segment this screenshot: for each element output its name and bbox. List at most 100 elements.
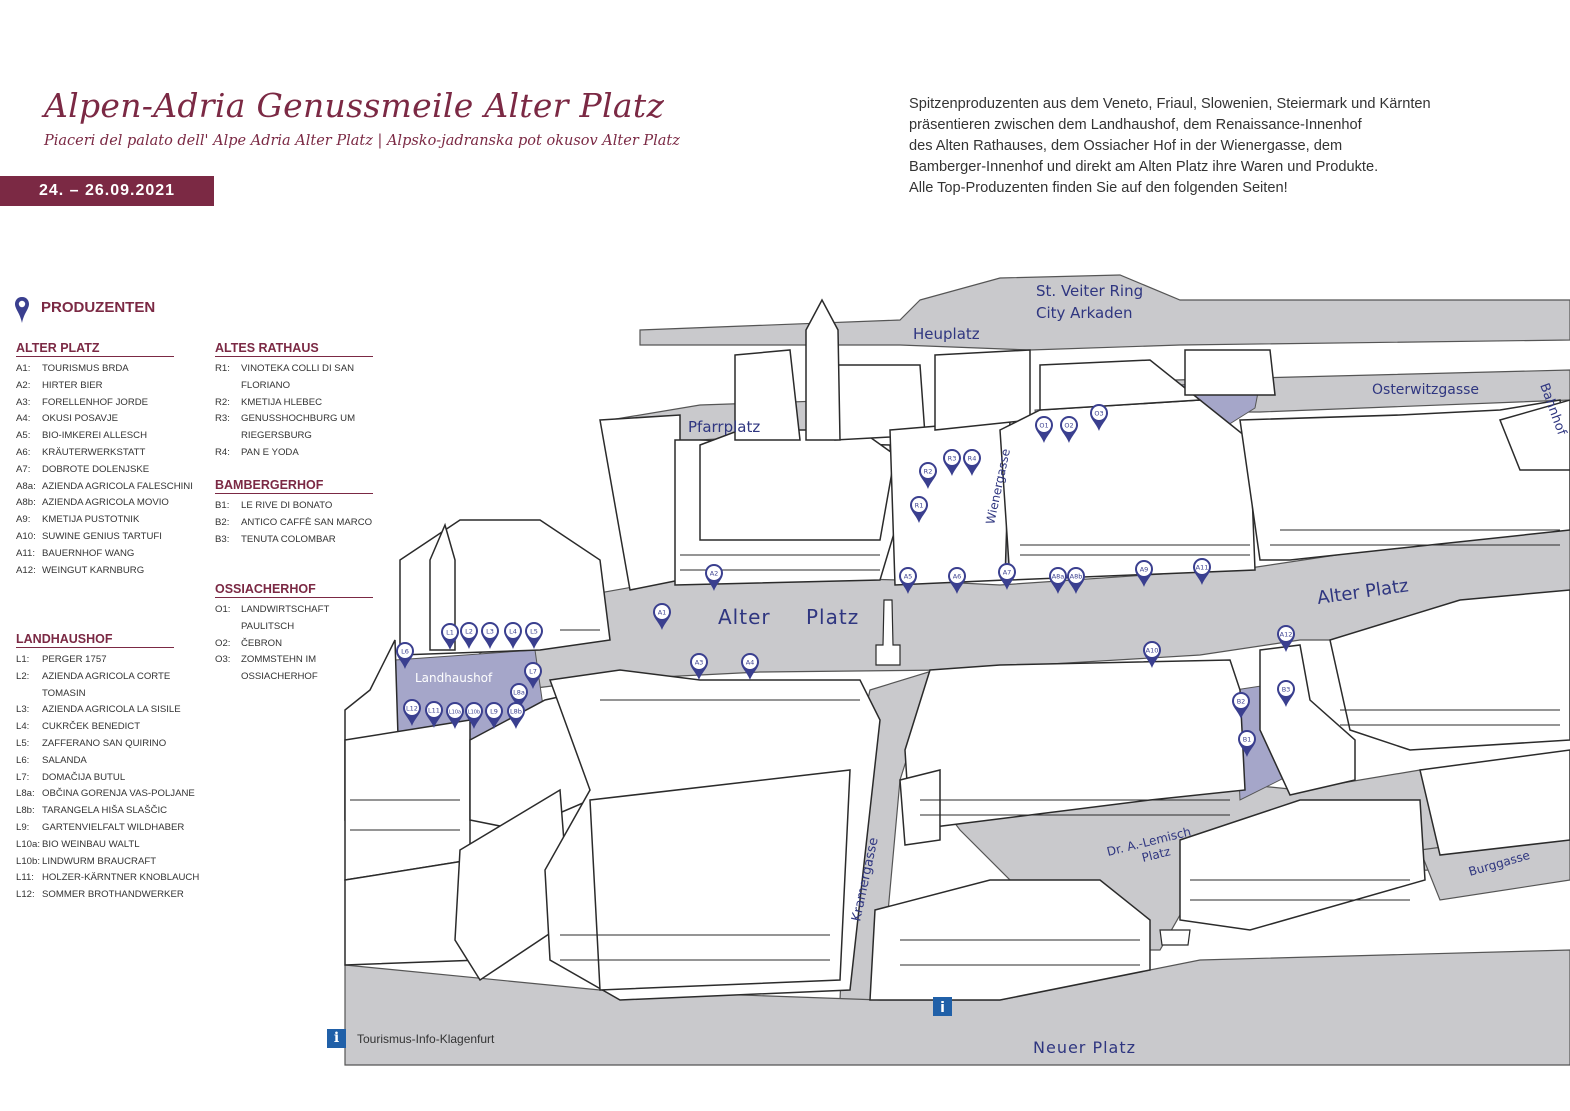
legend-item-name: Floriano <box>241 379 291 391</box>
legend-item: L9:Gartenvielfalt Wildhaber <box>16 820 199 837</box>
pin-a7[interactable]: A7 <box>998 563 1016 590</box>
legend-item-name: Domačija Butul <box>42 771 126 783</box>
pin-label: A8a <box>1052 573 1065 581</box>
pin-l3[interactable]: L3 <box>481 622 499 649</box>
legend-item-name: Kmetija Pustotnik <box>42 514 140 526</box>
pin-a6[interactable]: A6 <box>948 567 966 594</box>
legend-item-code <box>215 428 241 445</box>
pin-a9[interactable]: A9 <box>1135 560 1153 587</box>
pin-label: L8b <box>510 708 522 716</box>
legend-item-name: Landwirtschaft <box>241 604 330 615</box>
pin-o1[interactable]: O1 <box>1035 416 1053 443</box>
legend-item-name: Azienda Agricola Faleschini <box>42 480 193 492</box>
legend-item-name: Kmetija Hlebec <box>241 396 323 408</box>
legend-item-code: O1: <box>215 604 231 615</box>
pin-b2[interactable]: B2 <box>1232 692 1250 719</box>
pin-label: A11 <box>1196 564 1209 572</box>
pin-l10a[interactable]: L10a <box>446 702 464 729</box>
lindwurm-fountain <box>1159 929 1191 946</box>
legend-item-name: Vinoteka Colli di San <box>241 363 355 374</box>
legend-item-name: Tomasin <box>42 687 86 699</box>
legend-item-name: Dobrote Dolenjske <box>42 463 150 475</box>
pin-label-bg <box>427 703 441 717</box>
legend-group-altes-rathaus: ALTES RATHAUS R1:Vinoteka Colli di SanFl… <box>215 341 373 462</box>
pin-label: A7 <box>1003 569 1012 577</box>
legend-item-code: L2: <box>16 670 30 682</box>
pin-a8a[interactable]: A8a <box>1049 567 1067 594</box>
pin-l2[interactable]: L2 <box>460 622 478 649</box>
pin-label: L8a <box>513 689 525 697</box>
legend-item-code: B1: <box>215 500 230 511</box>
pin-r4[interactable]: R4 <box>963 449 981 476</box>
pin-label: L9 <box>490 708 498 716</box>
pin-a12[interactable]: A12 <box>1277 625 1295 652</box>
legend-item: O3:Zommstehn im <box>215 652 373 669</box>
pin-r2[interactable]: R2 <box>919 462 937 489</box>
pin-l11[interactable]: L11 <box>425 701 443 728</box>
pin-label: L5 <box>530 628 538 636</box>
pin-r3[interactable]: R3 <box>943 449 961 476</box>
pin-a1[interactable]: A1 <box>653 603 671 630</box>
pin-label: L6 <box>401 648 409 656</box>
pin-l6[interactable]: L6 <box>396 642 414 669</box>
pin-label-bg <box>1069 569 1083 583</box>
pin-a10[interactable]: A10 <box>1143 641 1161 668</box>
legend-group-alter-platz: ALTER PLATZ A1:Tourismus BrdaA2:Hirter B… <box>16 341 193 579</box>
map-label: Alter <box>718 605 771 629</box>
legend-item-code: L3: <box>16 704 30 716</box>
pin-label-bg <box>527 624 541 638</box>
map-label: Platz <box>806 605 859 629</box>
pin-a5[interactable]: A5 <box>899 567 917 594</box>
pin-label-bg <box>512 685 526 699</box>
pin-r1[interactable]: R1 <box>910 496 928 523</box>
pin-o2[interactable]: O2 <box>1060 416 1078 443</box>
city-map[interactable]: St. Veiter Ring City Arkaden Heuplatz Os… <box>330 270 1570 1070</box>
legend-group-heading: ALTES RATHAUS <box>215 341 373 357</box>
pin-a4[interactable]: A4 <box>741 653 759 680</box>
pin-o3[interactable]: O3 <box>1090 404 1108 431</box>
legend-item-code: L7: <box>16 771 30 783</box>
legend-item: L10a:Bio Weinbau Waltl <box>16 837 199 854</box>
pin-label: O1 <box>1039 422 1048 430</box>
pin-l8a[interactable]: L8a <box>510 683 528 710</box>
page-title: Alpen-Adria Genussmeile Alter Platz <box>44 86 665 125</box>
legend-title: PRODUZENTEN <box>41 299 156 316</box>
pin-a3[interactable]: A3 <box>690 653 708 680</box>
pin-label: L10a <box>449 710 461 716</box>
pin-l10b[interactable]: L10b <box>465 702 483 729</box>
map-info-marker[interactable]: i <box>933 997 952 1016</box>
legend-item: L12:Sommer Brothandwerker <box>16 887 199 904</box>
pin-l7[interactable]: L7 <box>524 662 542 689</box>
legend-item-name: Sommer Brothandwerker <box>42 889 184 901</box>
pin-b3[interactable]: B3 <box>1277 680 1295 707</box>
pin-label-bg <box>526 664 540 678</box>
pin-l5[interactable]: L5 <box>525 622 543 649</box>
legend-item-name: Genusshochburg um <box>241 413 356 425</box>
pin-l1[interactable]: L1 <box>441 623 459 650</box>
pin-a8b[interactable]: A8b <box>1067 567 1085 594</box>
legend-item-name: Azienda Agricola Corte <box>42 670 171 682</box>
pin-l12[interactable]: L12 <box>403 699 421 726</box>
pin-label-bg <box>448 704 462 718</box>
legend-item-name: Okusi Posavje <box>42 413 119 425</box>
legend-item-name: Tarangela Hiša Slaščic <box>42 805 168 817</box>
pin-a11[interactable]: A11 <box>1193 558 1211 585</box>
legend-item-code: L8b: <box>16 805 35 817</box>
pin-l9[interactable]: L9 <box>485 702 503 729</box>
pin-l4[interactable]: L4 <box>504 622 522 649</box>
legend-item-name: Tenuta Colombar <box>241 533 336 545</box>
pin-label-bg <box>901 569 915 583</box>
pin-b1[interactable]: B1 <box>1238 730 1256 757</box>
map-label: Heuplatz <box>913 325 980 343</box>
pin-label-bg <box>1000 565 1014 579</box>
legend-item-name: Tourismus Brda <box>42 363 129 374</box>
pin-l8b[interactable]: L8b <box>507 702 525 729</box>
legend-item-code: A8a: <box>16 480 36 492</box>
pin-label: A5 <box>904 573 913 581</box>
legend-item-name: Le Rive di Bonato <box>241 500 333 511</box>
pin-a2[interactable]: A2 <box>705 564 723 591</box>
legend-item-code: R4: <box>215 446 230 458</box>
legend-item-name: Holzer-Kärntner Knoblauch <box>42 872 200 884</box>
legend-group-bambergerhof: BAMBERGERHOF B1:Le Rive di BonatoB2:Anti… <box>215 478 373 548</box>
pin-label-bg <box>945 451 959 465</box>
